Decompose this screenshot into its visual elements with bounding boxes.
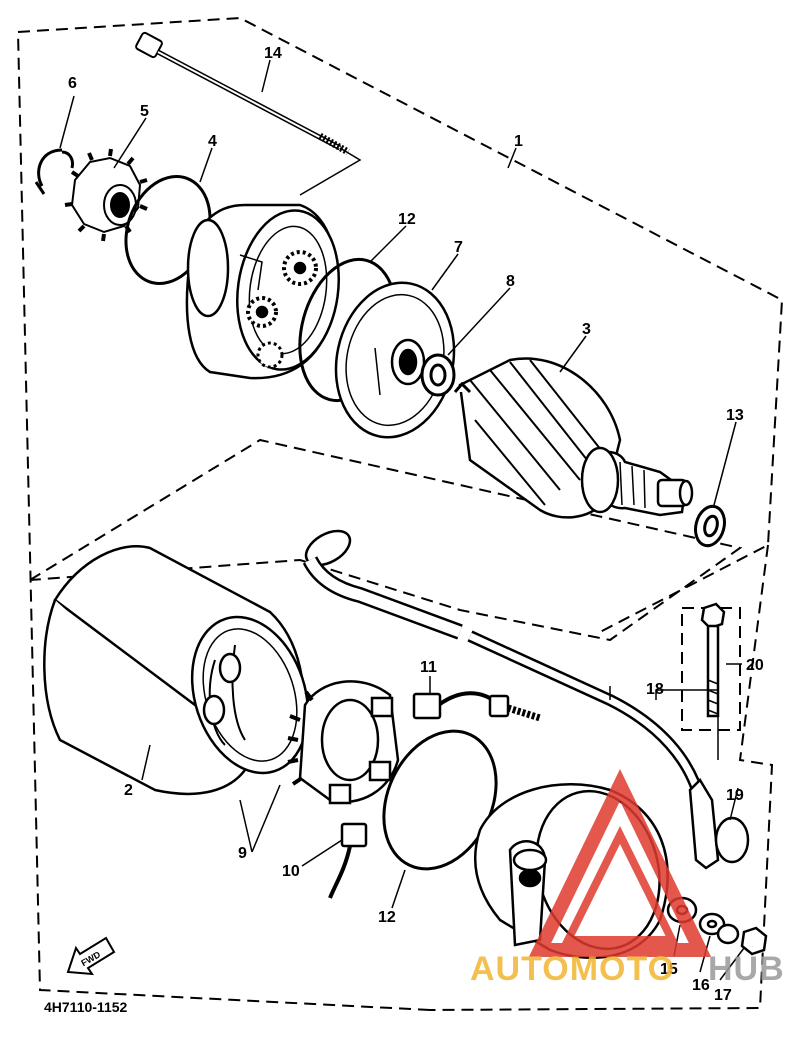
label-part-5: 5 [140,103,149,120]
label-part-2: 2 [124,782,133,799]
label-part-4: 4 [208,133,217,150]
label-part-7: 7 [454,239,463,256]
thrust-washer [420,353,456,397]
label-part-10: 10 [282,863,300,880]
pinion-gear [64,148,148,242]
carbon-brush-11 [412,691,542,722]
watermark-text-automoto: AUTOMOTO [470,950,675,988]
automotohub-watermark: AUTOMOTO HUB [470,768,785,988]
label-part-11: 11 [420,659,437,676]
drawing-code: 4H7110-1152 [44,999,128,1015]
label-part-1: 1 [514,133,523,150]
label-part-20: 20 [746,657,764,674]
label-part-3: 3 [582,321,591,338]
circlip [34,148,74,195]
label-part-17: 17 [714,987,732,1004]
main-assembly-boundary [17,16,784,1011]
terminal-boot [688,777,750,870]
label-part-9: 9 [238,845,247,862]
label-part-15: 15 [660,961,678,978]
label-part-19: 19 [726,787,744,804]
assembly-boundaries [17,16,784,1011]
mounting-bolt [700,602,726,718]
front-cover-housing [185,203,340,380]
label-part-16: 16 [692,977,710,994]
through-bolt [135,31,362,196]
label-part-8: 8 [506,273,515,290]
forward-arrow: FWD [66,936,116,976]
nut-17 [740,926,768,956]
armature [453,357,694,519]
part-labels: 14 6 5 4 1 12 7 8 3 13 11 18 20 2 19 9 1… [68,45,764,1004]
armature-washer [694,504,726,548]
label-part-6: 6 [68,75,77,92]
armature-group-boundary [29,438,743,642]
label-part-14: 14 [264,45,282,62]
label-part-12-lower: 12 [378,909,396,926]
carbon-brush-10 [328,822,368,899]
motor-yoke [43,545,310,796]
label-part-18: 18 [646,681,664,698]
watermark-triangle-logo [528,768,712,957]
front-plate [334,281,456,439]
label-part-12-upper: 12 [398,211,416,228]
label-part-13: 13 [726,407,744,424]
watermark-text-hub: HUB [708,950,785,988]
brush-holder-plate [287,680,400,805]
